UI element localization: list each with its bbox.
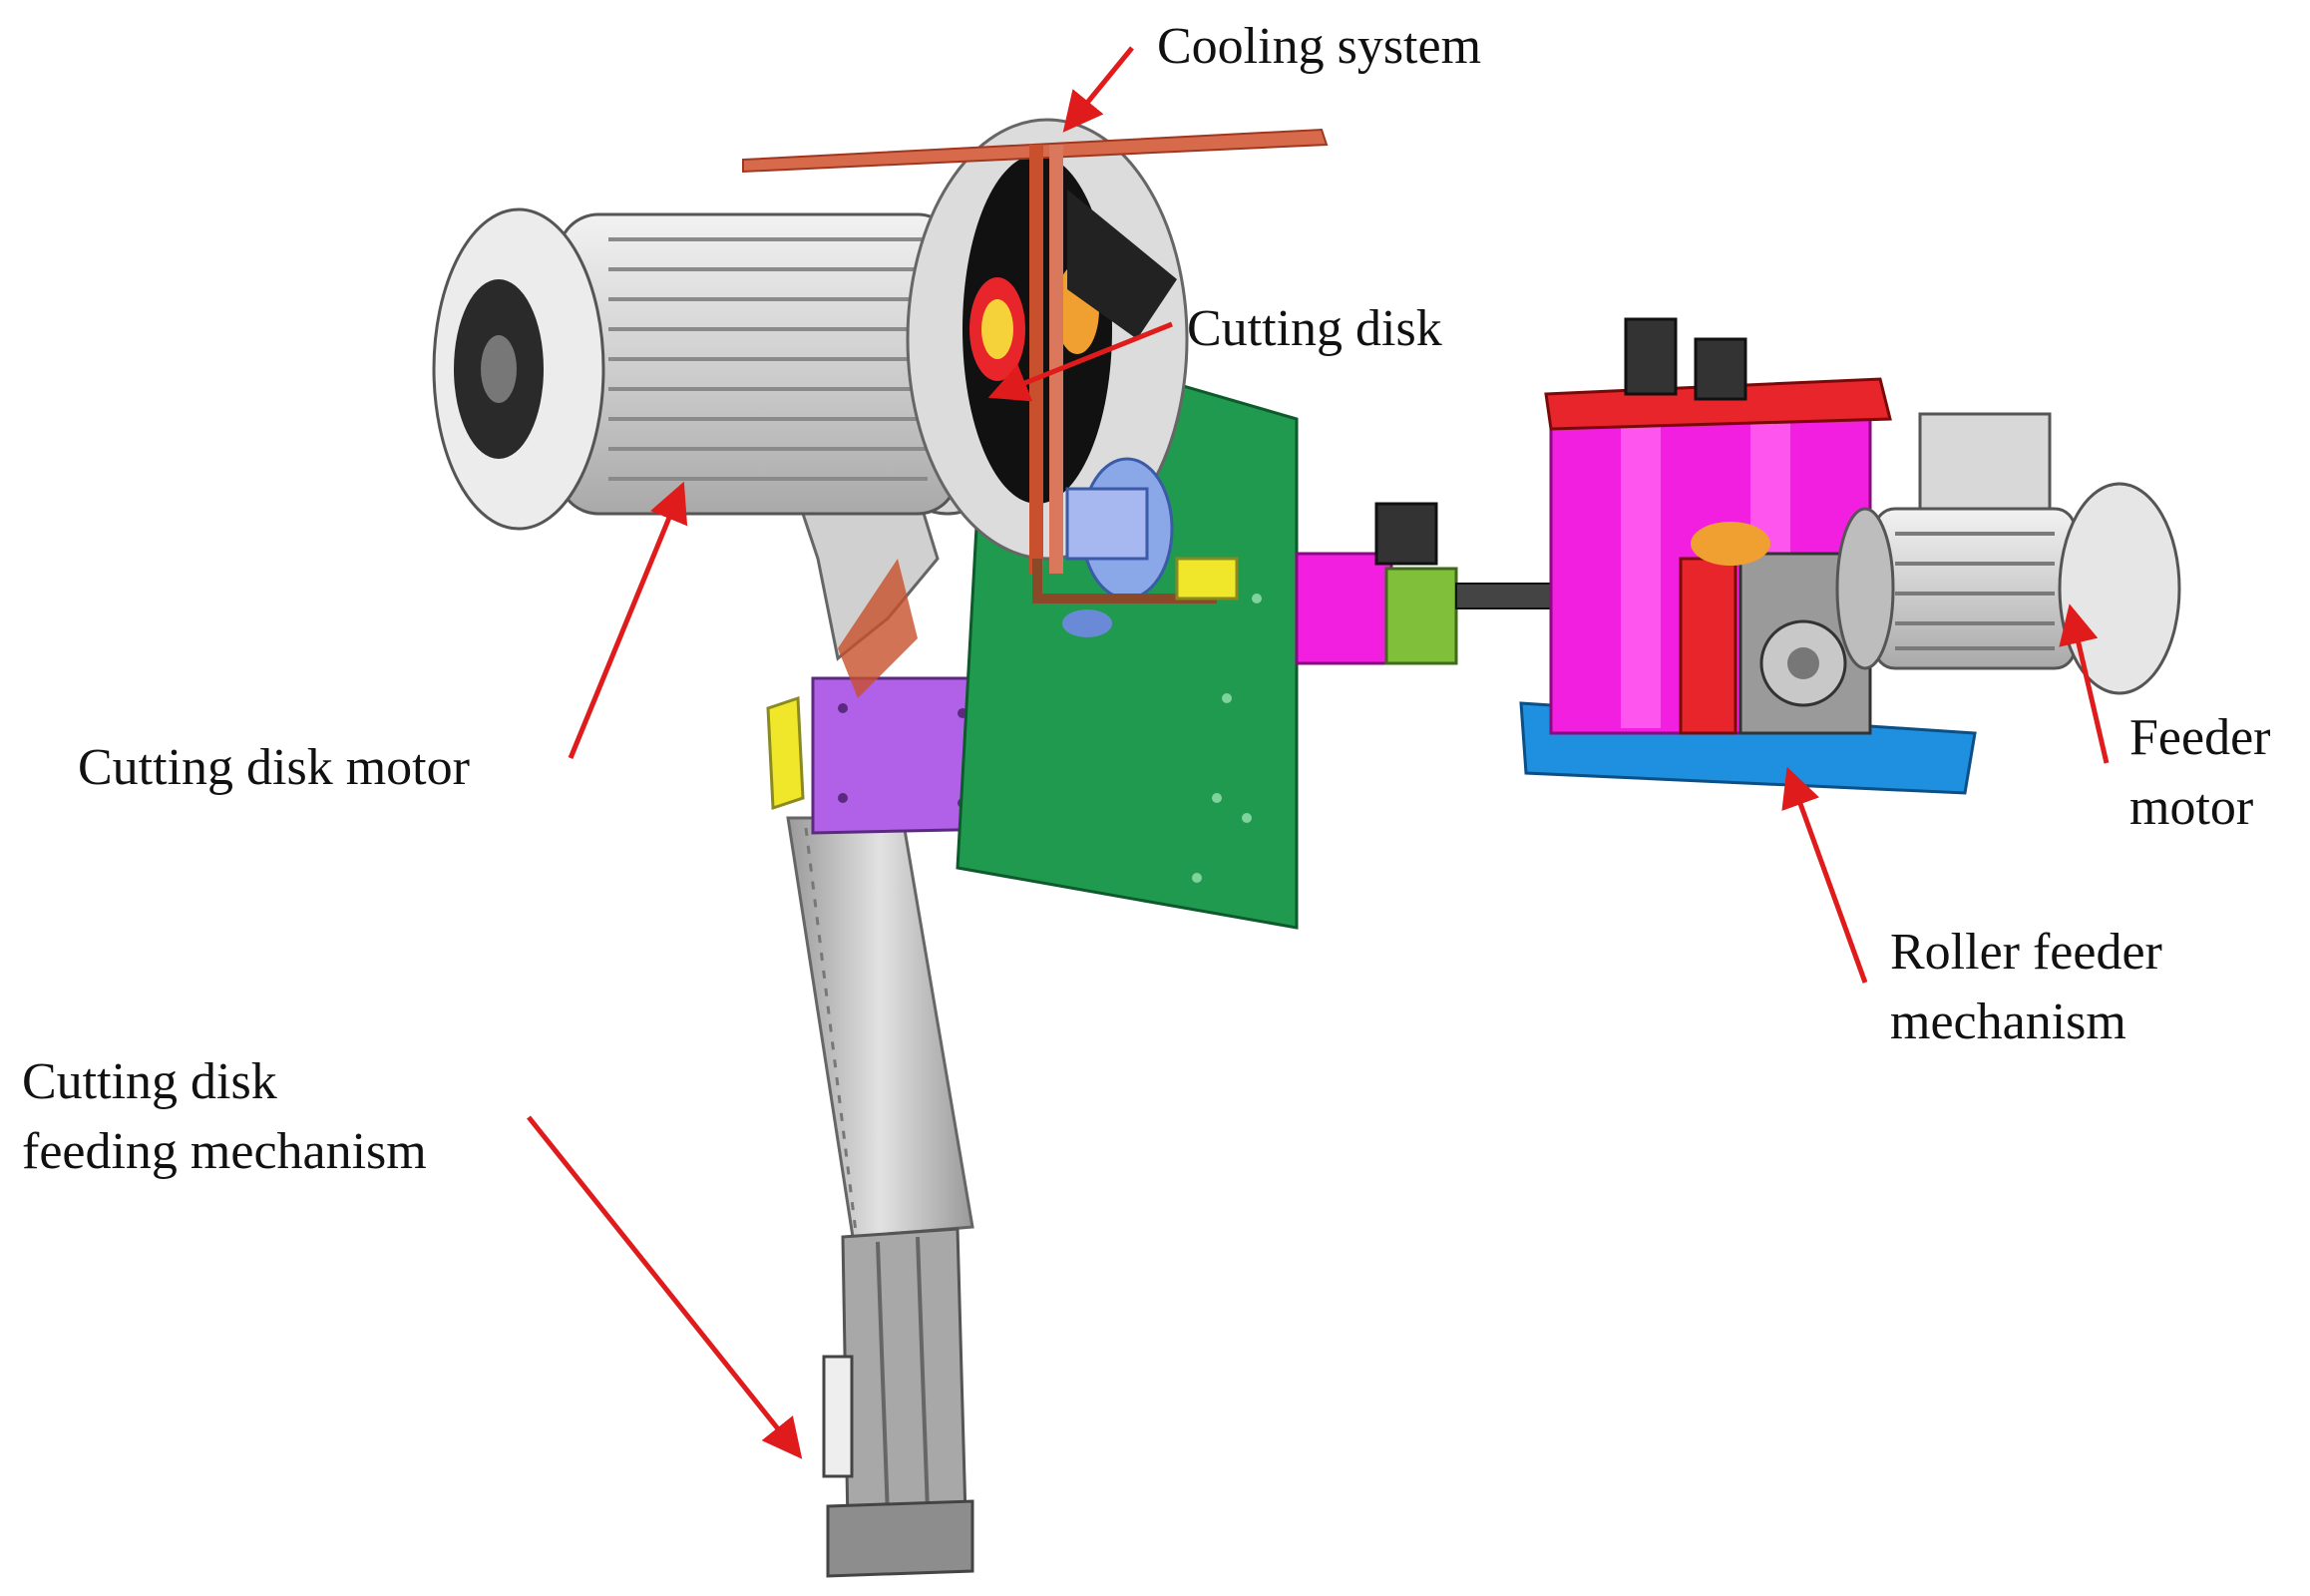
label-roller-feeder-line2: mechanism — [1890, 994, 2126, 1050]
label-feeding-mechanism-line1: Cutting disk — [22, 1053, 277, 1110]
label-cutting-disk-motor: Cutting disk motor — [78, 733, 470, 803]
feeder-motor — [1835, 412, 2181, 695]
label-roller-feeder: Roller feeder mechanism — [1890, 918, 2162, 1057]
arrow-cutting-disk-motor — [568, 481, 688, 759]
arrow-feeding-mechanism — [527, 1115, 803, 1459]
cooling-system — [742, 128, 1329, 637]
label-cutting-disk: Cutting disk — [1187, 294, 1442, 364]
feeding-mechanism — [786, 816, 974, 1578]
arrow-cutting-disk — [987, 321, 1173, 402]
label-feeder-motor-line2: motor — [2129, 779, 2254, 836]
label-cooling-system-text: Cooling system — [1157, 18, 1482, 75]
label-cutting-disk-text: Cutting disk — [1187, 300, 1442, 357]
annotation-arrows — [527, 46, 2110, 1459]
label-cooling-system: Cooling system — [1157, 12, 1481, 82]
drive-shaft — [1295, 502, 1597, 665]
arrow-feeder-motor — [2059, 603, 2110, 764]
label-cutting-disk-motor-text: Cutting disk motor — [78, 739, 470, 796]
label-feeding-mechanism-line2: feeding mechanism — [22, 1123, 427, 1180]
label-feeder-motor-line1: Feeder — [2129, 709, 2271, 766]
label-roller-feeder-line1: Roller feeder — [1890, 924, 2162, 981]
cutting-disk-assembly — [906, 118, 1189, 600]
arrow-roller-feeder — [1781, 766, 1868, 984]
label-feeder-motor: Feeder motor — [2129, 703, 2270, 843]
label-feeding-mechanism: Cutting disk feeding mechanism — [22, 1047, 427, 1187]
arrow-cooling-system — [1062, 46, 1134, 133]
